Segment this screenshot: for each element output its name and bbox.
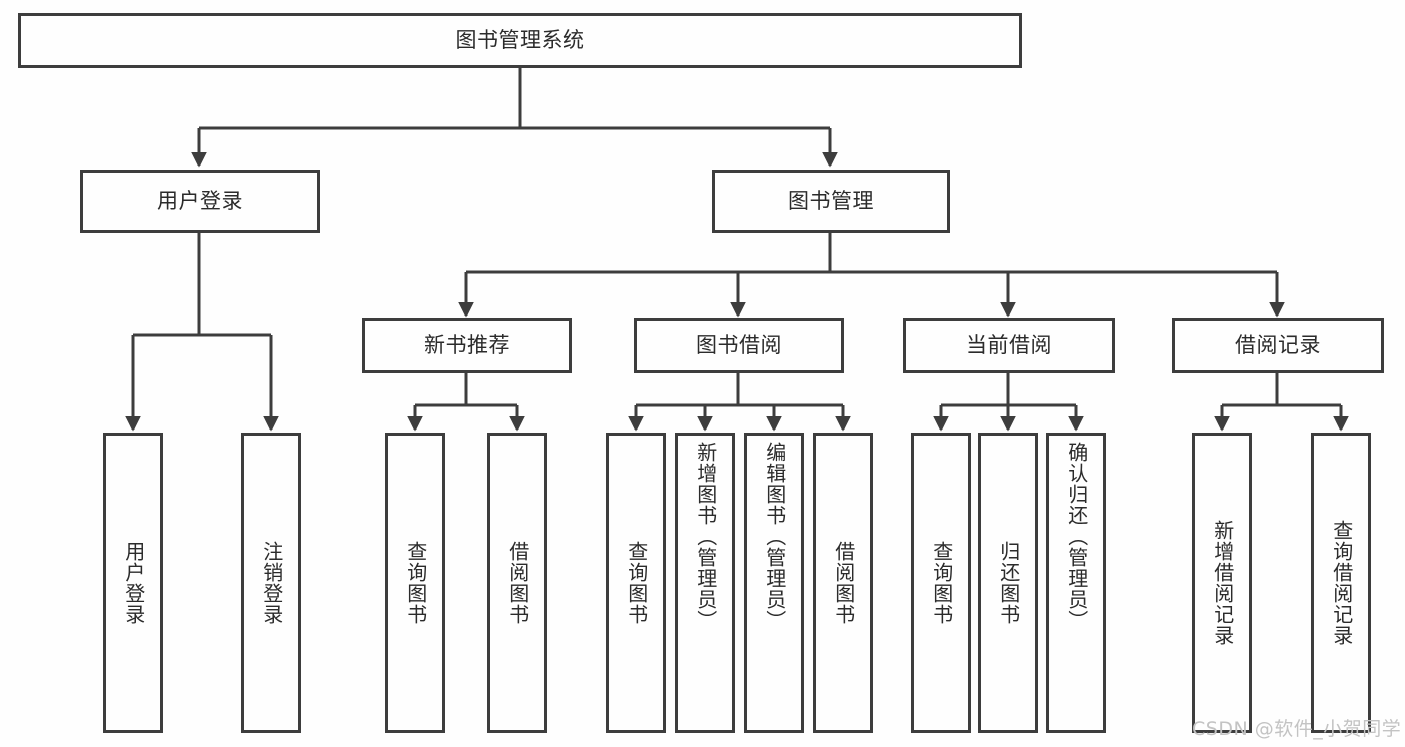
leaf-current-return-book[interactable]: 归还图书 — [978, 433, 1038, 733]
leaf-user-login-login[interactable]: 用户登录 — [103, 433, 163, 733]
node-label: 借阅图书 — [505, 541, 530, 625]
node-label: 借阅图书 — [831, 541, 856, 625]
leaf-borrow-query-book[interactable]: 查询图书 — [606, 433, 666, 733]
node-label: 当前借阅 — [966, 332, 1052, 357]
leaf-newbook-query-book[interactable]: 查询图书 — [385, 433, 445, 733]
node-label: 图书借阅 — [696, 332, 782, 357]
leaf-borrow-add-book-admin[interactable]: 新增图书（管理员） — [675, 433, 735, 733]
node-label: 查询图书 — [403, 541, 428, 625]
node-label: 编辑图书（管理员） — [762, 442, 787, 631]
node-user-login[interactable]: 用户登录 — [80, 170, 320, 233]
node-label: 查询图书 — [624, 541, 649, 625]
leaf-current-query-book[interactable]: 查询图书 — [911, 433, 971, 733]
leaf-record-query-record[interactable]: 查询借阅记录 — [1311, 433, 1371, 733]
node-label: 借阅记录 — [1235, 332, 1321, 357]
leaf-record-add-record[interactable]: 新增借阅记录 — [1192, 433, 1252, 733]
node-label: 新增图书（管理员） — [693, 442, 718, 631]
node-label: 图书管理系统 — [455, 27, 585, 52]
node-book-management[interactable]: 图书管理 — [712, 170, 950, 233]
node-label: 注销登录 — [259, 541, 284, 625]
node-root-book-management-system[interactable]: 图书管理系统 — [18, 13, 1022, 68]
node-current-borrow[interactable]: 当前借阅 — [903, 318, 1115, 373]
node-label: 确认归还（管理员） — [1064, 442, 1089, 631]
leaf-newbook-borrow-book[interactable]: 借阅图书 — [487, 433, 547, 733]
node-label: 查询借阅记录 — [1329, 520, 1354, 646]
node-label: 归还图书 — [996, 541, 1021, 625]
node-label: 用户登录 — [157, 188, 243, 213]
node-book-borrow[interactable]: 图书借阅 — [634, 318, 844, 373]
node-label: 图书管理 — [788, 188, 874, 213]
node-label: 查询图书 — [929, 541, 954, 625]
node-new-book-recommend[interactable]: 新书推荐 — [362, 318, 572, 373]
leaf-user-login-logout[interactable]: 注销登录 — [241, 433, 301, 733]
csdn-watermark: CSDN @软件_小贺同学 — [1192, 718, 1402, 740]
node-label: 新增借阅记录 — [1210, 520, 1235, 646]
node-borrow-record[interactable]: 借阅记录 — [1172, 318, 1384, 373]
node-label: 用户登录 — [121, 541, 146, 625]
leaf-borrow-borrow-book[interactable]: 借阅图书 — [813, 433, 873, 733]
leaf-borrow-edit-book-admin[interactable]: 编辑图书（管理员） — [744, 433, 804, 733]
node-label: 新书推荐 — [424, 332, 510, 357]
leaf-current-confirm-return-admin[interactable]: 确认归还（管理员） — [1046, 433, 1106, 733]
